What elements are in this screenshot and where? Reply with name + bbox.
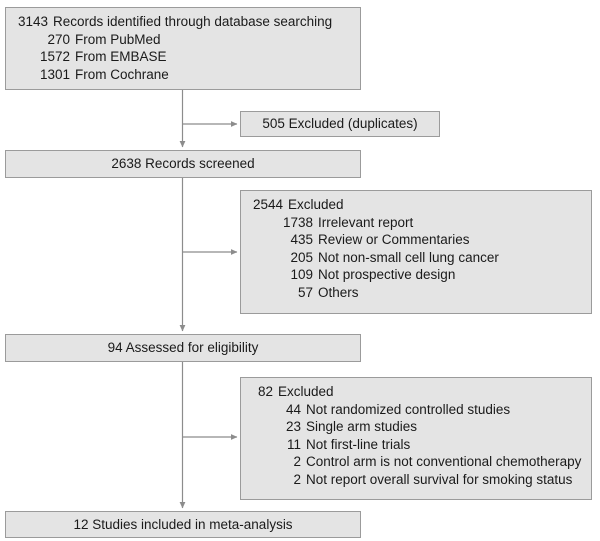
excluded-eligibility-reason-5: 2 Not report overall survival for smokin… [249,471,583,489]
reason-2-label: Review or Commentaries [318,232,470,247]
records-screened-text: 2638 Records screened [111,156,255,171]
reason-4-label: Not prospective design [318,267,456,282]
pubmed-label: From PubMed [75,31,161,47]
reason-3-label: Not non-small cell lung cancer [318,249,499,265]
excluded-eligibility-reason-4: 2 Control arm is not conventional chemot… [249,453,583,471]
elig-reason-3-count: 11 [286,436,301,452]
excluded-screening-reason-2: 435 Review or Commentaries [249,231,583,249]
identified-label: Records identified through database sear… [53,14,333,29]
elig-reason-4-label: Control arm is not conventional chemothe… [306,454,582,469]
assessed-eligibility-text: 94 Assessed for eligibility [107,340,259,355]
excluded-screening-reason-5: 57 Others [249,284,583,302]
excluded-eligibility-reason-1: 44 Not randomized controlled studies [249,401,583,419]
excluded-duplicates-text: 505 Excluded (duplicates) [262,116,418,131]
elig-reason-1-count: 44 [285,401,301,417]
excluded-eligibility-count: 82 [257,384,273,399]
studies-included-text: 12 Studies included in meta-analysis [73,516,293,532]
cochrane-count: 1301 [39,66,70,82]
elig-reason-1-label: Not randomized controlled studies [306,401,511,417]
pubmed-count: 270 [47,31,70,47]
node-assessed-eligibility: 94 Assessed for eligibility [5,334,361,362]
excluded-screening-header: 2544 Excluded [249,196,583,214]
node-studies-included: 12 Studies included in meta-analysis [5,511,361,538]
identified-count: 3143 [17,14,48,29]
node-records-identified: 3143 Records identified through database… [5,7,361,90]
excluded-screening-reason-4: 109 Not prospective design [249,266,583,284]
reason-1-count: 1738 [282,214,313,230]
embase-count: 1572 [39,49,70,64]
elig-reason-5-count: 2 [293,471,301,487]
reason-2-count: 435 [290,232,313,247]
elig-reason-5-label: Not report overall survival for smoking … [306,471,573,487]
reason-4-count: 109 [290,267,313,282]
node-excluded-eligibility: 82 Excluded 44 Not randomized controlled… [240,377,592,500]
excluded-screening-count: 2544 [252,197,283,212]
identified-source-embase: 1572 From EMBASE [14,48,352,66]
identified-source-cochrane: 1301 From Cochrane [14,66,352,84]
node-excluded-duplicates: 505 Excluded (duplicates) [240,111,440,137]
reason-1-label: Irrelevant report [318,214,414,230]
identified-source-pubmed: 270 From PubMed [14,31,352,49]
reason-5-label: Others [318,284,359,300]
elig-reason-3-label: Not first-line trials [306,436,411,452]
elig-reason-2-count: 23 [285,419,301,434]
excluded-eligibility-label: Excluded [278,384,334,399]
node-excluded-screening: 2544 Excluded 1738 Irrelevant report 435… [240,190,592,314]
cochrane-label: From Cochrane [75,66,169,82]
elig-reason-4-count: 2 [293,454,301,469]
embase-label: From EMBASE [75,49,167,64]
excluded-eligibility-reason-3: 11 Not first-line trials [249,436,583,454]
node-records-screened: 2638 Records screened [5,150,361,178]
excluded-screening-reason-1: 1738 Irrelevant report [249,214,583,232]
excluded-eligibility-header: 82 Excluded [249,383,583,401]
elig-reason-2-label: Single arm studies [306,419,418,434]
excluded-screening-reason-3: 205 Not non-small cell lung cancer [249,249,583,267]
excluded-eligibility-reason-2: 23 Single arm studies [249,418,583,436]
excluded-screening-label: Excluded [288,197,344,212]
identified-header: 3143 Records identified through database… [14,13,352,31]
reason-3-count: 205 [290,249,313,265]
reason-5-count: 57 [297,284,313,300]
